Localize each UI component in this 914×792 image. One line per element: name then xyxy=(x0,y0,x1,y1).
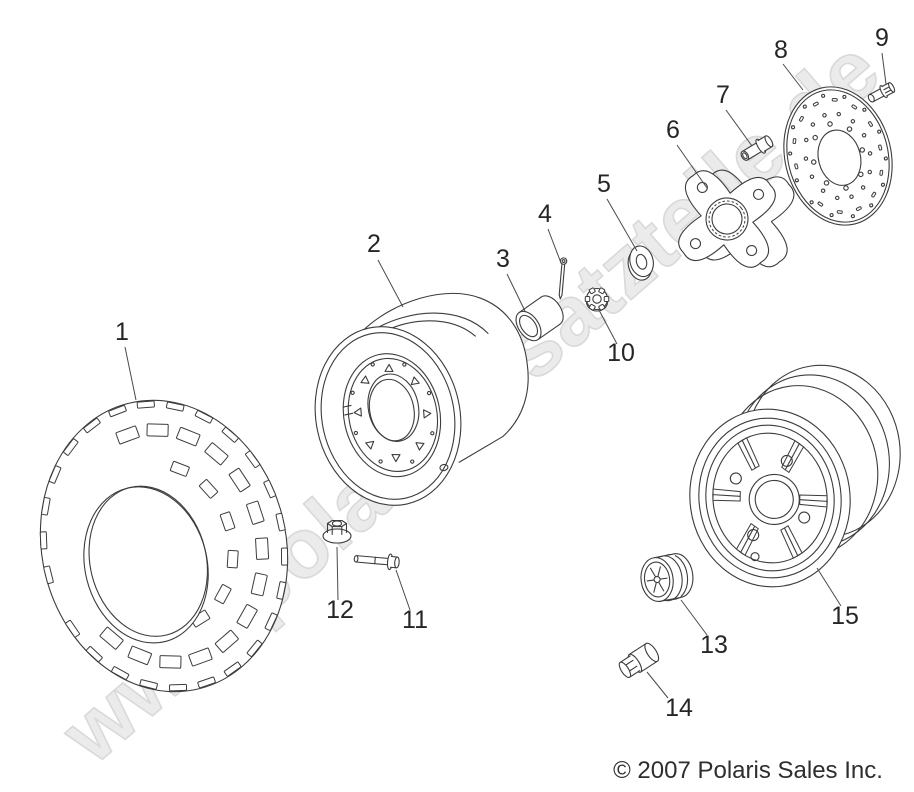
callout-4: 4 xyxy=(538,200,552,228)
callout-9: 9 xyxy=(875,24,889,52)
callout-5: 5 xyxy=(597,170,611,198)
copyright-text: © 2007 Polaris Sales Inc. xyxy=(613,757,883,784)
callout-6: 6 xyxy=(666,116,680,144)
leader-7 xyxy=(725,109,753,147)
leader-6 xyxy=(676,144,708,189)
leader-2 xyxy=(377,259,404,308)
leader-11 xyxy=(395,569,411,611)
callout-10: 10 xyxy=(607,339,635,367)
callout-12: 12 xyxy=(326,596,354,624)
leader-lines xyxy=(124,52,887,699)
callout-1: 1 xyxy=(115,318,129,346)
leader-15 xyxy=(816,567,842,607)
callout-14: 14 xyxy=(665,694,693,722)
leader-13 xyxy=(680,599,708,636)
spacer-part xyxy=(515,295,564,342)
hub-stud-part xyxy=(740,135,774,161)
callout-labels: 1 2 3 4 5 6 7 8 9 10 11 12 13 14 15 xyxy=(115,24,889,722)
cotter-pin-part xyxy=(558,257,568,300)
leader-14 xyxy=(646,671,669,699)
center-cap-part xyxy=(640,553,694,602)
leader-8 xyxy=(782,63,804,91)
leader-4 xyxy=(547,228,562,264)
flange-nut-part xyxy=(322,519,352,544)
leader-1 xyxy=(124,346,137,401)
disc-bolt-part xyxy=(867,82,896,103)
tire-part xyxy=(39,399,289,693)
wheel-bolt-part xyxy=(353,553,400,571)
leader-9 xyxy=(881,52,887,85)
callout-11: 11 xyxy=(402,606,428,634)
washer-part xyxy=(627,245,654,281)
leader-12 xyxy=(336,546,339,601)
callout-3: 3 xyxy=(496,245,510,273)
callout-7: 7 xyxy=(716,81,730,109)
callout-8: 8 xyxy=(774,36,788,64)
callout-15: 15 xyxy=(831,602,859,630)
wheel-hub-part xyxy=(678,169,795,268)
callout-13: 13 xyxy=(700,631,728,659)
callout-2: 2 xyxy=(367,230,381,258)
leader-5 xyxy=(606,198,638,252)
brake-disc-part xyxy=(783,86,893,226)
lug-nut-part xyxy=(618,642,660,678)
cast-wheel-part xyxy=(689,364,901,588)
castle-nut-part xyxy=(584,287,610,312)
leader-3 xyxy=(506,273,526,312)
steel-rim-part xyxy=(314,292,529,506)
leader-10 xyxy=(598,309,618,345)
